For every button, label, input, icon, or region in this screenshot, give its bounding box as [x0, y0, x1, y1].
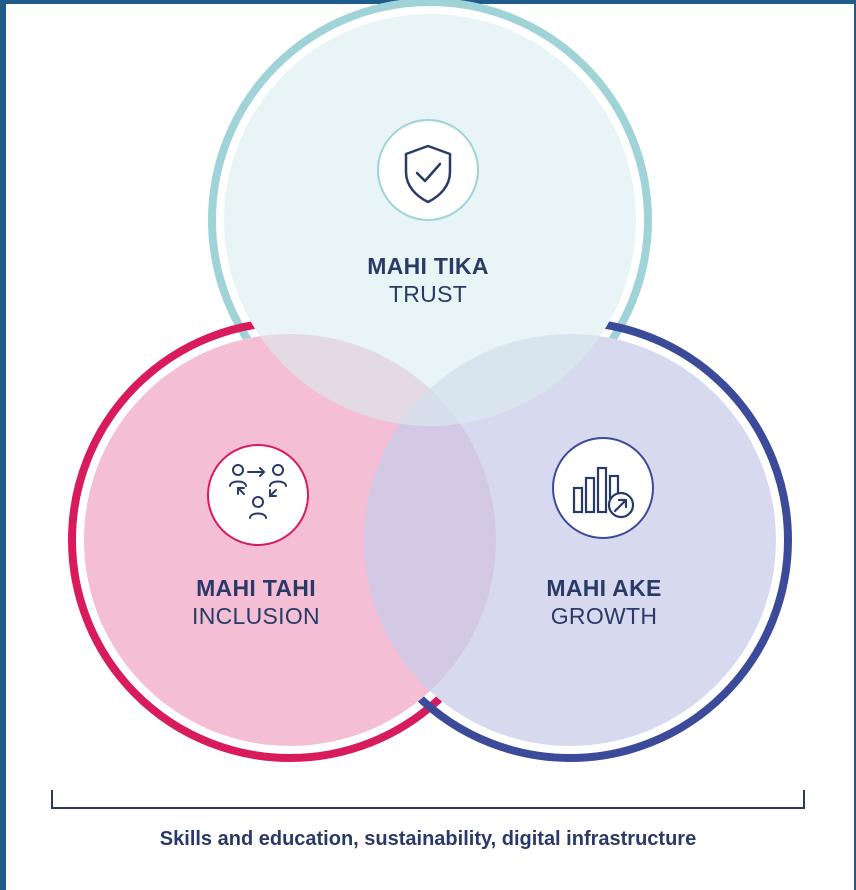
trust-maori-name: MAHI TIKA	[367, 253, 489, 279]
growth-circle	[364, 334, 776, 746]
growth-label: MAHI AKE GROWTH	[504, 574, 704, 630]
growth-maori-name: MAHI AKE	[546, 575, 662, 601]
inclusion-english-name: INCLUSION	[192, 603, 320, 629]
shield-check-icon	[377, 119, 479, 221]
growth-english-name: GROWTH	[550, 603, 658, 629]
caption-bracket	[51, 790, 805, 809]
diagram-caption: Skills and education, sustainability, di…	[159, 828, 697, 850]
inclusion-label: MAHI TAHI INCLUSION	[156, 574, 356, 630]
trust-english-name: TRUST	[388, 281, 468, 307]
trust-label: MAHI TIKA TRUST	[328, 252, 528, 308]
inclusion-maori-name: MAHI TAHI	[196, 575, 316, 601]
people-exchange-icon	[207, 444, 309, 546]
growth-chart-icon	[552, 437, 654, 539]
